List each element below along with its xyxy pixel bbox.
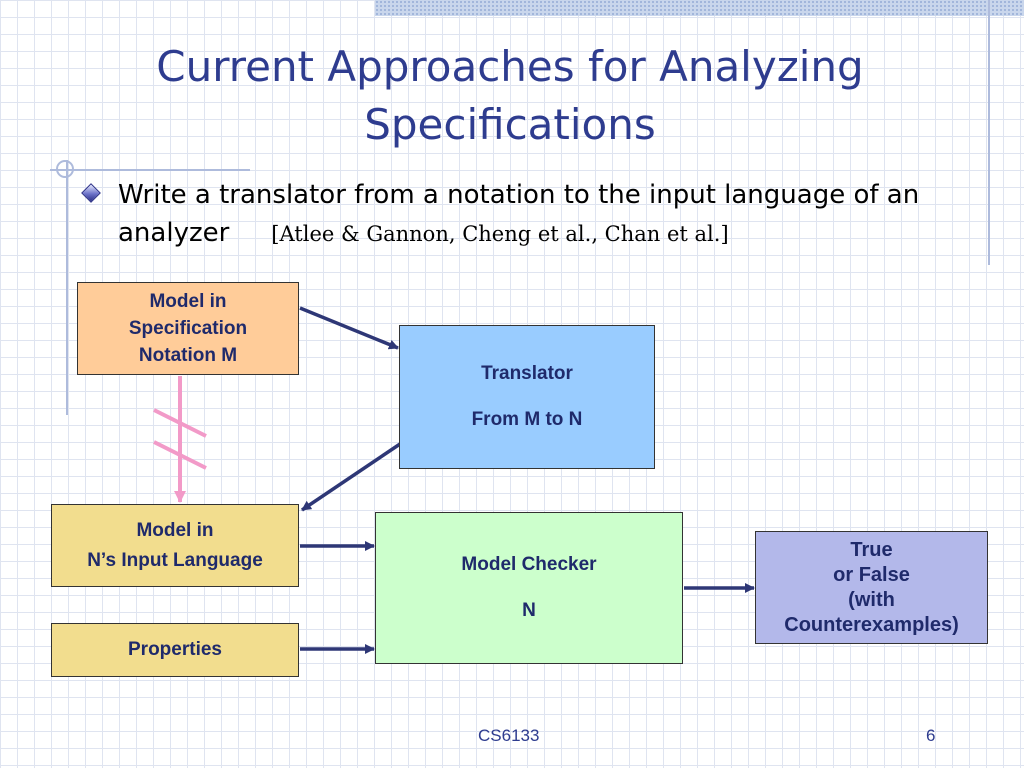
- checker-subtitle: N: [522, 600, 536, 621]
- slide-title-line-2: Specifications: [364, 100, 656, 149]
- translator-box: Translator From M to N: [399, 325, 655, 469]
- translator-title: Translator: [481, 363, 573, 384]
- result-label: True or False (with Counterexamples): [784, 538, 959, 636]
- arrow-translator-to-model-n: [301, 442, 401, 512]
- model-m-label: Model in Specification Notation M: [128, 291, 248, 366]
- decoration-circle: [56, 160, 74, 178]
- checker-title: Model Checker: [461, 554, 597, 575]
- translator-subtitle: From M to N: [471, 409, 583, 430]
- bullet-citation: [Atlee & Gannon, Cheng et al., Chan et a…: [271, 222, 729, 246]
- decoration-vertical-line-right: [988, 0, 990, 265]
- footer-course: CS6133: [478, 726, 540, 745]
- model-in-input-language-box: Model in N’s Input Language: [51, 504, 299, 587]
- broken-arrow-break-mark-upper: [153, 408, 207, 438]
- decoration-vertical-line-left: [66, 160, 68, 415]
- properties-box: Properties: [51, 623, 299, 677]
- model-in-specification-box: Model in Specification Notation M: [77, 282, 299, 375]
- slide-title: Current Approaches for Analyzing Specifi…: [70, 38, 950, 154]
- bullet-point: Write a translator from a notation to th…: [118, 176, 1023, 253]
- arrow-model-m-to-translator: [299, 306, 399, 350]
- properties-label: Properties: [128, 639, 222, 660]
- top-decoration-band: [375, 0, 1024, 16]
- footer-page-number: 6: [926, 726, 936, 745]
- model-n-label: Model in N’s Input Language: [87, 519, 263, 571]
- bullet-text: Write a translator from a notation to th…: [118, 180, 920, 248]
- slide-title-line-1: Current Approaches for Analyzing: [156, 42, 864, 91]
- broken-arrow-break-mark-lower: [153, 440, 207, 470]
- result-box: True or False (with Counterexamples): [755, 531, 988, 644]
- model-checker-box: Model Checker N: [375, 512, 683, 664]
- decoration-horizontal-line: [50, 169, 250, 171]
